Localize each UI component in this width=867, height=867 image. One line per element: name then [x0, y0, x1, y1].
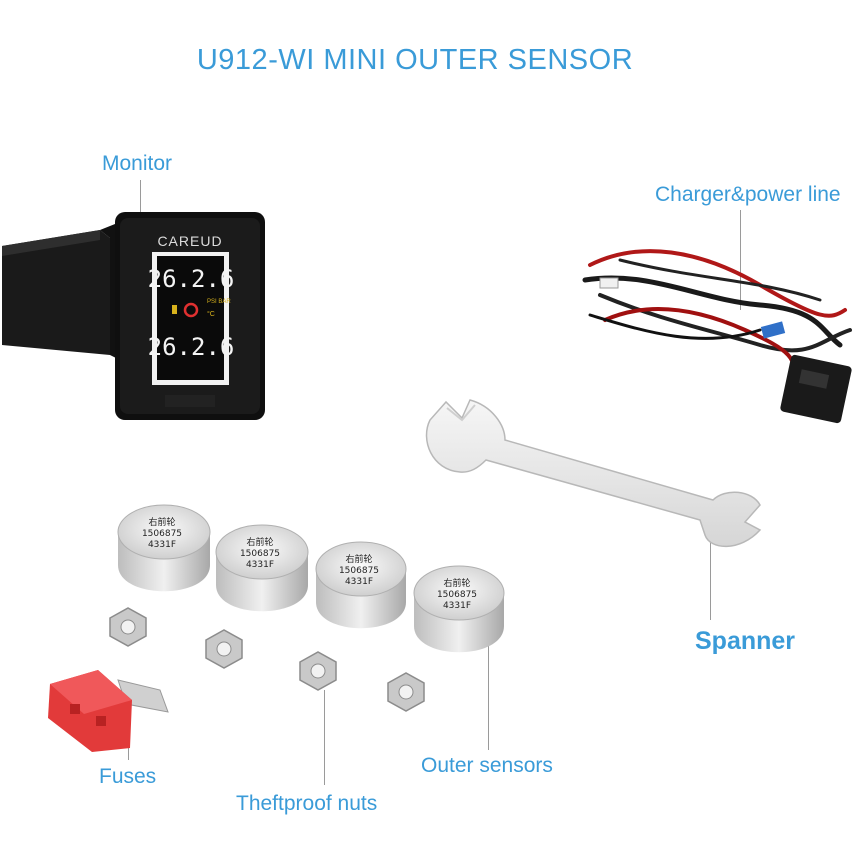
monitor-unit: CAREUD 26.2.6 PSI BAR °C 26.2.6	[2, 212, 265, 420]
theftproof-nuts-label: Theftproof nuts	[236, 792, 378, 815]
sensor-2-text-line3: 4331F	[246, 560, 274, 570]
spanner-label: Spanner	[695, 627, 796, 655]
theftproof-nut-4	[387, 672, 425, 712]
sensor-1-text-line1: 右前轮	[148, 516, 175, 528]
tire-warning-icon	[183, 302, 199, 318]
sensor-4-text-line3: 4331F	[443, 601, 471, 611]
outer-sensor-2: 右前轮 1506875 4331F	[215, 524, 309, 612]
charger-label: Charger&power line	[655, 183, 841, 206]
sensor-4-text-line2: 1506875	[437, 590, 477, 600]
theftproof-nut-3	[299, 651, 337, 691]
nuts-leader-line	[324, 690, 325, 785]
battery-icon	[172, 305, 177, 314]
monitor-top-reading: 26.2.6	[148, 265, 235, 293]
sensor-3-text-line3: 4331F	[345, 577, 373, 587]
svg-text:°C: °C	[207, 310, 215, 318]
theftproof-nut-2	[205, 629, 243, 669]
sensor-2-text-line2: 1506875	[240, 549, 280, 559]
outer-sensor-3: 右前轮 1506875 4331F	[315, 541, 407, 629]
monitor-brand: CAREUD	[157, 233, 222, 249]
spanner-tool	[425, 399, 762, 548]
sensor-3-text-line1: 右前轮	[345, 553, 372, 565]
svg-text:PSI BAR: PSI BAR	[207, 299, 231, 305]
outer-sensor-4: 右前轮 1506875 4331F	[413, 565, 505, 653]
spanner-leader-line	[710, 540, 711, 620]
sensor-4-text-line1: 右前轮	[443, 577, 470, 589]
sensor-1-text-line3: 4331F	[148, 540, 176, 550]
fuses-label: Fuses	[99, 765, 157, 788]
page-title: U912-WI MINI OUTER SENSOR	[196, 44, 634, 76]
monitor-bottom-reading: 26.2.6	[148, 333, 235, 361]
sensor-1-text-line2: 1506875	[142, 529, 182, 539]
charger-leader-line	[740, 210, 741, 310]
theftproof-nut-1	[109, 607, 147, 647]
charger-power-line	[582, 249, 852, 424]
monitor-label: Monitor	[102, 152, 173, 175]
sensor-2-text-line1: 右前轮	[246, 536, 273, 548]
outer-sensor-1: 右前轮 1506875 4331F	[117, 504, 211, 592]
sensors-leader-line	[488, 640, 489, 750]
outer-sensors-label: Outer sensors	[421, 754, 553, 777]
fuse	[48, 670, 169, 752]
monitor-leader-line	[140, 180, 141, 240]
sensor-3-text-line2: 1506875	[339, 566, 379, 576]
